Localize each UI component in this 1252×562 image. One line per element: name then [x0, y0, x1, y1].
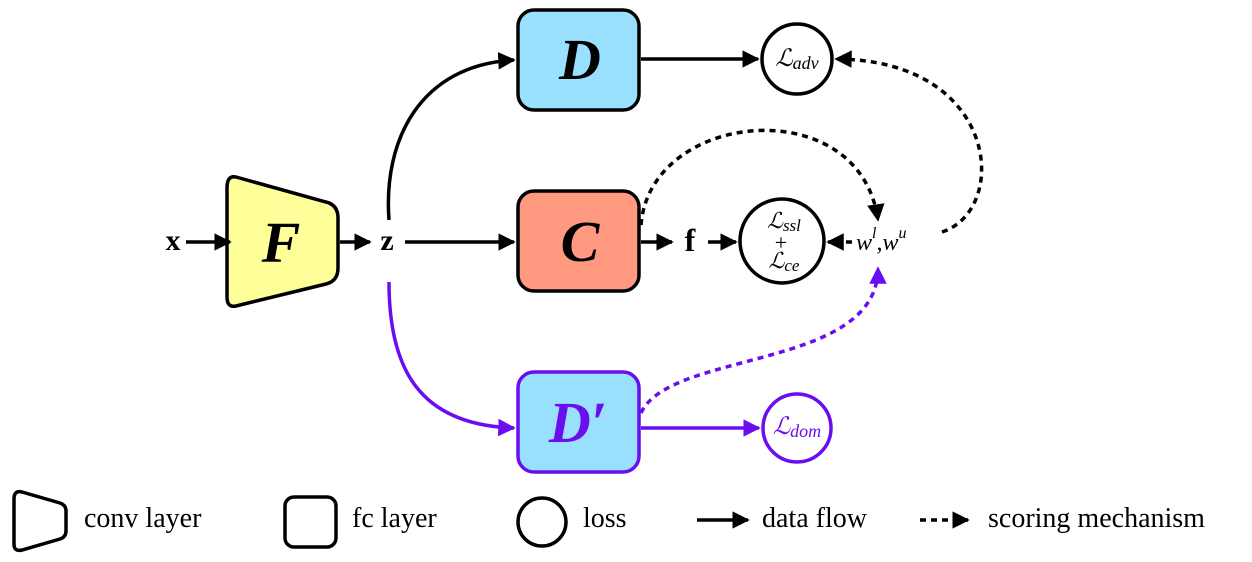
legend-loss-icon — [516, 496, 568, 548]
loss-adv-circle — [760, 22, 834, 96]
loss-ssl-ce-circle — [738, 197, 826, 285]
input-x-label: x — [166, 224, 181, 257]
arrow-z-to-d — [386, 52, 516, 221]
loss-dom-label: ℒdom — [773, 414, 821, 441]
discriminator-d-label: D — [558, 27, 601, 92]
loss-dom-circle — [761, 392, 833, 464]
features-f-label: f — [685, 222, 696, 258]
domain-discriminator-block — [516, 370, 641, 474]
legend-fc-label: fc layer — [352, 503, 437, 534]
domain-discriminator-label: D′ — [548, 390, 607, 455]
legend-fc-icon — [283, 495, 338, 549]
loss-ssl-label: ℒssl — [767, 208, 801, 235]
classifier-c-block — [516, 189, 641, 293]
classifier-c-label: C — [561, 209, 601, 274]
legend: conv layer fc layer loss data flow scori… — [12, 489, 1205, 553]
legend-conv-label: conv layer — [84, 503, 202, 534]
scoring-dprime-to-weights — [639, 266, 887, 414]
latent-z-label: z — [380, 224, 393, 257]
scoring-c-to-weights — [639, 128, 885, 226]
legend-data-flow-label: data flow — [762, 503, 868, 534]
loss-adv-label: ℒadv — [775, 46, 818, 73]
weights-label: wl,wu — [856, 225, 906, 256]
scoring-weights-to-ladv — [834, 50, 984, 234]
arrow-z-to-dprime — [387, 281, 516, 437]
loss-ce-label: ℒce — [769, 248, 800, 275]
discriminator-d-block — [516, 8, 641, 112]
encoder-f-label: F — [261, 210, 301, 275]
encoder-f-block — [225, 174, 340, 309]
legend-loss-label: loss — [583, 503, 627, 534]
loss-plus-label: + — [775, 230, 787, 255]
legend-conv-icon — [12, 489, 68, 553]
legend-scoring-label: scoring mechanism — [988, 503, 1205, 534]
